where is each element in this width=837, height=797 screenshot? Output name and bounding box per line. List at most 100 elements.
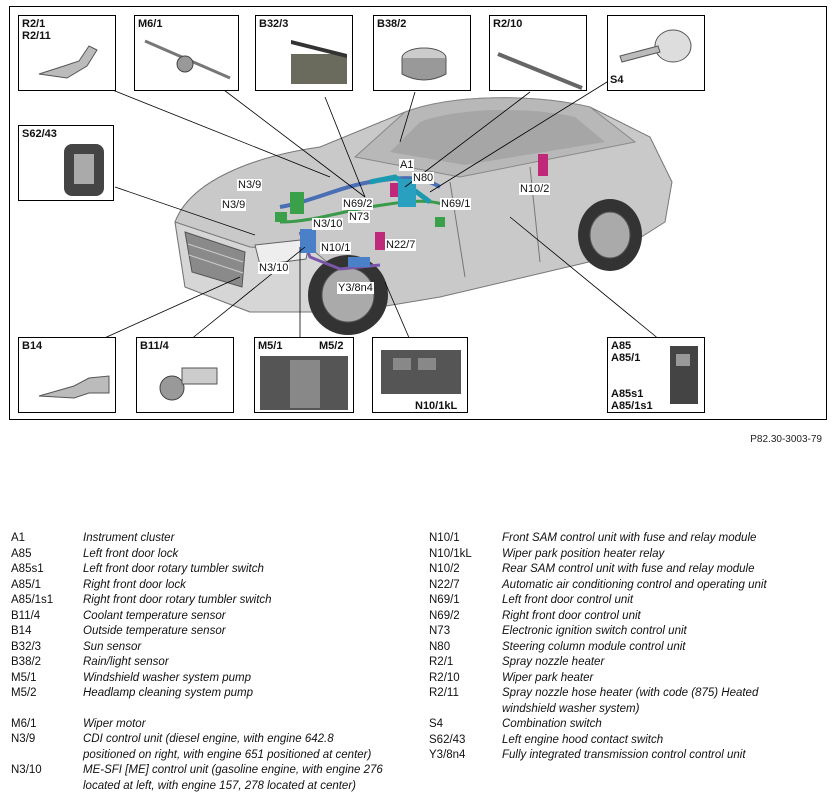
callout-n22-7: N22/7 xyxy=(385,239,417,251)
callout-n3-9-a: N3/9 xyxy=(237,179,263,191)
legend-code: S62/43 xyxy=(429,733,466,746)
car-illustration xyxy=(99,76,673,341)
legend-code: S4 xyxy=(429,718,444,730)
inset-spray-nozzle-heater: R2/1 R2/11 xyxy=(18,15,116,91)
callout-n3-9-b: N3/9 xyxy=(221,199,247,211)
legend-code: A85s1 xyxy=(11,563,44,575)
washer-pump-image xyxy=(260,356,348,410)
callout-n69-1: N69/1 xyxy=(440,198,472,210)
legend-description: Front SAM control unit with fuse and rel… xyxy=(502,532,757,544)
legend-row: A85s1 Left front door rotary tumbler swit… xyxy=(11,562,421,578)
legend-description: Windshield washer system pump xyxy=(83,671,251,684)
legend-row: B38/2 Rain/light sensor xyxy=(11,655,421,671)
callout-a1: A1 xyxy=(399,159,415,171)
legend-row: B11/4 Coolant temperature sensor xyxy=(11,609,421,625)
legend-description: Coolant temperature sensor xyxy=(83,609,226,622)
legend-code: R2/11 xyxy=(429,687,459,699)
legend-code: B11/4 xyxy=(11,609,41,622)
inset-outside-temp-sensor: B14 xyxy=(18,337,116,413)
callout-n10-1: N10/1 xyxy=(320,242,352,254)
legend-description: Rear SAM control unit with fuse and rela… xyxy=(502,563,755,575)
legend-row: N69/2 Right front door control unit xyxy=(429,609,829,625)
legend-description: Right front door control unit xyxy=(502,609,641,622)
inset-label-m52: M5/2 xyxy=(319,340,344,352)
legend-description: Right front door rotary tumbler switch xyxy=(83,594,272,606)
legend-code: N22/7 xyxy=(429,578,460,591)
inset-label: S4 xyxy=(610,74,624,86)
legend-description: Headlamp cleaning system pump xyxy=(83,687,254,699)
inset-door-locks: A85 A85/1 A85s1 A85/1s1 xyxy=(607,337,705,413)
component-location-diagram: R2/1 R2/11 M6/1 B32/3 B38/2 R2/10 S4 xyxy=(9,6,827,420)
wiper-heater-image xyxy=(497,52,583,90)
inset-washer-pumps: M5/1 M5/2 xyxy=(254,337,354,413)
inset-label: M6/1 xyxy=(138,18,163,30)
inset-label: B11/4 xyxy=(140,340,169,352)
callout-n73: N73 xyxy=(348,211,371,223)
legend-code: Y3/8n4 xyxy=(429,749,466,761)
callout-n69-2: N69/2 xyxy=(342,198,374,210)
legend-code: M5/1 xyxy=(11,671,37,684)
inset-coolant-temp-sensor: B11/4 xyxy=(136,337,234,413)
legend-description: Steering column module control unit xyxy=(502,640,686,653)
legend-row: M5/1 Windshield washer system pump xyxy=(11,671,421,687)
legend-row: N10/1 Front SAM control unit with fuse an… xyxy=(429,531,829,547)
legend-code: B38/2 xyxy=(11,656,42,668)
legend-description: Left engine hood contact switch xyxy=(502,733,664,746)
legend-description: Outside temperature sensor xyxy=(83,625,226,637)
legend-description: Left front door rotary tumbler switch xyxy=(83,563,264,575)
legend-description: Combination switch xyxy=(502,718,602,730)
legend-code: N69/1 xyxy=(429,594,460,606)
inset-relay-module: N10/1kL xyxy=(372,337,468,413)
legend-code: N10/1 xyxy=(429,532,460,544)
inset-label: B38/2 xyxy=(377,18,407,30)
inset-hood-contact-switch: S62/43 xyxy=(18,125,114,201)
figure-reference: P82.30-3003-79 xyxy=(750,434,822,445)
spray-nozzle-image xyxy=(38,45,98,79)
inset-rain-light-sensor: B38/2 xyxy=(373,15,471,91)
legend-code: N73 xyxy=(429,625,451,637)
legend-description: Rain/light sensor xyxy=(83,656,169,668)
inset-label: N10/1kL xyxy=(415,400,458,412)
legend-code: A85/1s1 xyxy=(11,594,54,606)
legend-description: Right front door lock xyxy=(83,578,186,591)
combination-switch-image xyxy=(619,29,692,63)
legend-description: Spray nozzle heater xyxy=(502,656,605,668)
legend-description: ME-SFI [ME] control unit (gasoline engin… xyxy=(83,764,383,792)
legend-description: Sun sensor xyxy=(83,640,142,653)
sun-sensor-image xyxy=(291,40,347,84)
legend-row: A85/1 Right front door lock xyxy=(11,578,421,594)
inset-wiper-park-heater: R2/10 xyxy=(489,15,587,91)
legend-row: N10/2 Rear SAM control unit with fuse and… xyxy=(429,562,829,578)
legend-description: Wiper motor xyxy=(83,717,146,730)
inset-label: S62/43 xyxy=(22,128,57,140)
inset-label: R2/10 xyxy=(493,18,523,30)
legend-row: M5/2 Headlamp cleaning system pump xyxy=(11,686,421,702)
legend-description: CDI control unit (diesel engine, with en… xyxy=(83,733,372,761)
hood-switch-image xyxy=(64,144,104,196)
legend-code: B14 xyxy=(11,625,32,637)
legend-code: N80 xyxy=(429,640,451,653)
legend-code: N69/2 xyxy=(429,609,460,622)
rain-sensor-image xyxy=(401,47,447,81)
legend-row: B14 Outside temperature sensor xyxy=(11,624,421,640)
legend-code: M5/2 xyxy=(11,687,37,699)
inset-label: B32/3 xyxy=(259,18,289,30)
legend-code: A85/1 xyxy=(11,578,42,591)
inset-label: B14 xyxy=(22,340,43,352)
callout-n3-10-b: N3/10 xyxy=(258,262,290,274)
legend-code: N10/2 xyxy=(429,563,460,575)
wiper-motor-image xyxy=(144,39,231,80)
legend-code: N3/9 xyxy=(11,733,36,745)
